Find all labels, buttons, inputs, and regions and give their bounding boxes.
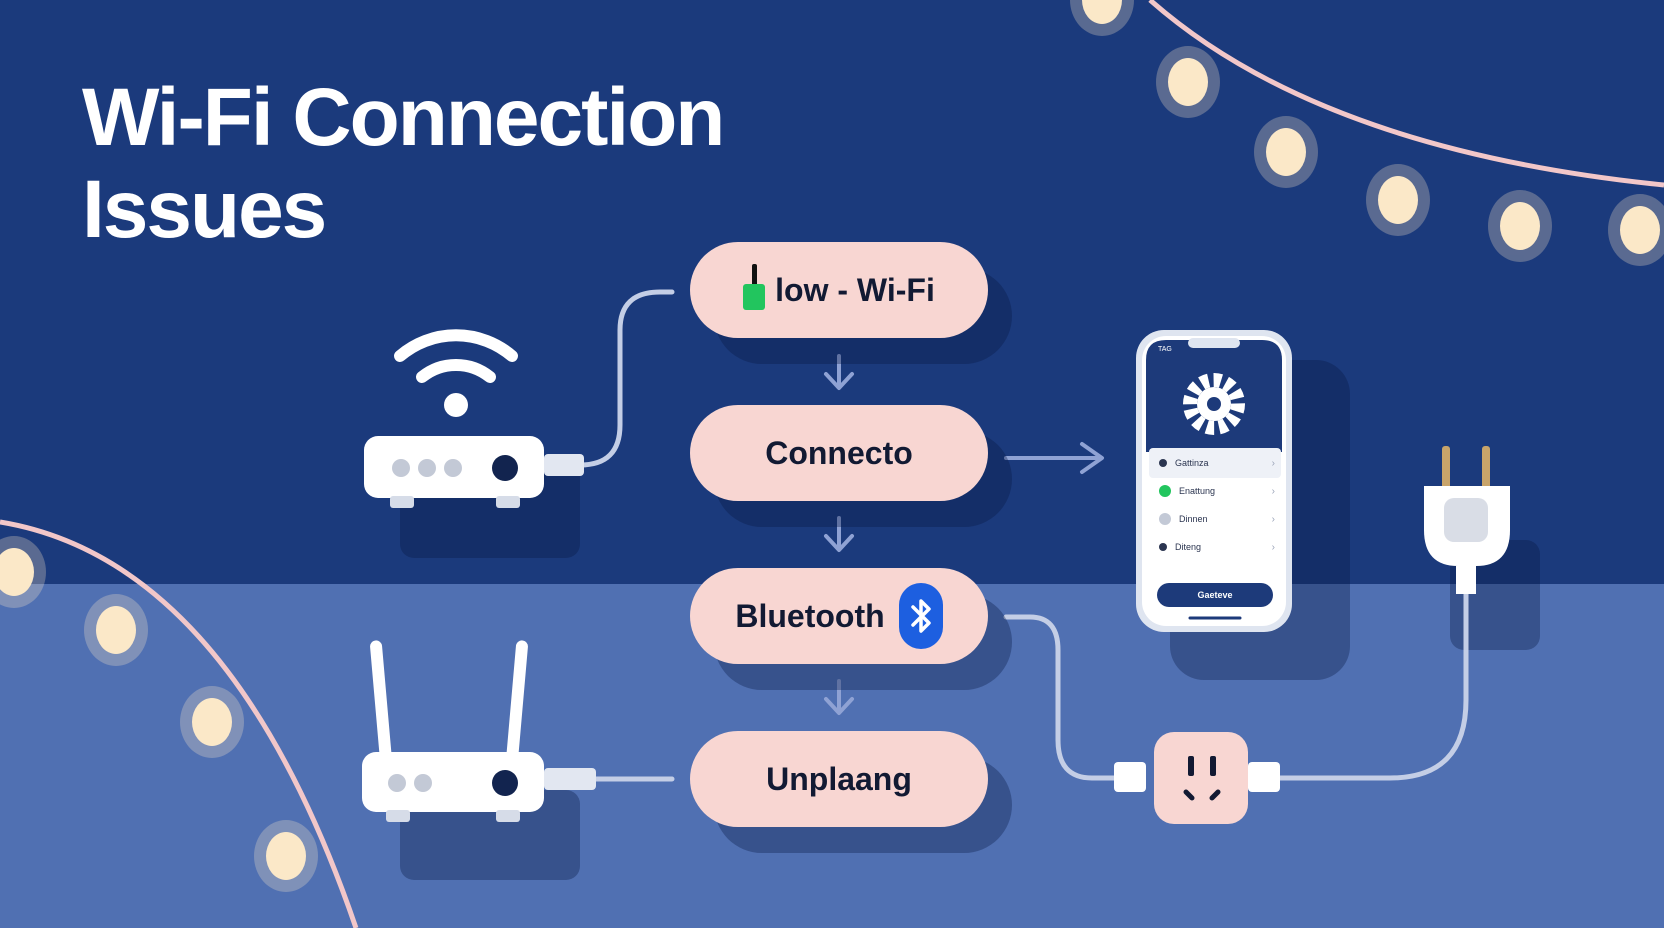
row-icon (1159, 485, 1171, 497)
row-label: Enattung (1179, 486, 1216, 496)
phone-settings-row[interactable]: Gattinza › (1149, 449, 1281, 477)
row-label: Diteng (1175, 542, 1202, 552)
phone-settings-row[interactable]: Dinnen › (1149, 505, 1281, 533)
row-icon (1159, 513, 1171, 525)
row-icon (1159, 459, 1167, 467)
arrow-down-3 (824, 679, 854, 715)
antenna-router (362, 640, 596, 822)
row-label: Dinnen (1179, 514, 1208, 524)
step-label: Bluetooth (735, 597, 885, 634)
string-lights-bottom (0, 519, 359, 928)
phone-status-time: TAG (1158, 346, 1172, 353)
cable-bluetooth-to-socket (1003, 614, 1121, 781)
step-label: Connecto (765, 434, 913, 471)
wifi-signal-icon (394, 329, 518, 383)
smartphone (1136, 330, 1292, 632)
wifi-router (364, 329, 584, 508)
chevron-right-icon: › (1271, 485, 1275, 497)
phone-settings-row[interactable]: Diteng › (1149, 533, 1281, 561)
signal-bar-icon (743, 264, 766, 310)
chevron-right-icon: › (1271, 457, 1275, 469)
cable-socket-to-plug (1237, 589, 1469, 781)
wall-socket (1114, 732, 1280, 824)
step-low-wifi: low - Wi-Fi (690, 242, 988, 338)
arrow-down-1 (824, 354, 854, 390)
row-label: Gattinza (1175, 458, 1209, 468)
phone-settings-list: Gattinza › Enattung › Dinnen › Diteng › (1149, 449, 1281, 561)
arrow-right-to-phone (1004, 442, 1104, 474)
cable-router-to-step1 (577, 289, 675, 468)
phone-settings-row[interactable]: Enattung › (1149, 477, 1281, 505)
power-plug (1424, 446, 1510, 594)
chevron-right-icon: › (1271, 513, 1275, 525)
chevron-right-icon: › (1271, 541, 1275, 553)
row-icon (1159, 543, 1167, 551)
router2-shadow (400, 790, 580, 880)
page-title: Wi-Fi Connection Issues (82, 72, 725, 256)
step-label: low - Wi-Fi (775, 271, 935, 308)
title-line-2: Issues (82, 164, 327, 255)
step-unplug: Unplaang (690, 731, 988, 827)
phone-action-button[interactable]: Gaeteve (1157, 583, 1273, 607)
step-connect: Connecto (690, 405, 988, 501)
string-lights-top (1070, 0, 1664, 266)
gear-icon (1183, 373, 1245, 435)
title-line-1: Wi-Fi Connection (82, 72, 725, 163)
step-bluetooth: Bluetooth (690, 568, 988, 664)
step-label: Unplaang (766, 760, 912, 797)
bluetooth-icon (898, 583, 943, 649)
arrow-down-2 (824, 516, 854, 552)
